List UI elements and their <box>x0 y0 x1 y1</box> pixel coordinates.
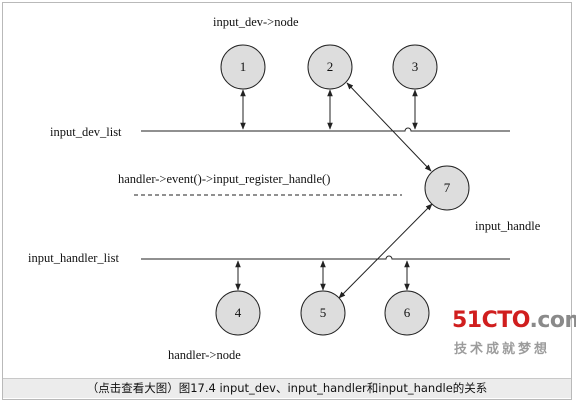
node-6: 6 <box>384 290 430 336</box>
link-node-2-handle <box>346 82 432 172</box>
node-7: 7 <box>424 165 470 211</box>
node-5-label: 5 <box>320 305 327 320</box>
node-2: 2 <box>307 44 353 90</box>
input-handle-label: input_handle <box>475 219 541 233</box>
input-dev-list-line <box>141 127 510 132</box>
register-handle-label: handler->event()->input_register_handle(… <box>118 172 330 186</box>
node-4: 4 <box>215 290 261 336</box>
input-dev-node-label: input_dev->node <box>213 15 299 29</box>
node-3: 3 <box>392 44 438 90</box>
input-handler-list-label: input_handler_list <box>28 251 119 265</box>
node-1-label: 1 <box>240 59 247 74</box>
handler-node-label: handler->node <box>168 348 241 362</box>
link-handle-node-5 <box>338 203 433 299</box>
input-handler-list-line <box>141 255 510 260</box>
node-5: 5 <box>300 290 346 336</box>
caption-text: （点击查看大图）图17.4 input_dev、input_handler和in… <box>86 381 488 395</box>
relationship-diagram: input_dev->node 1 2 3 input_dev_list han… <box>28 15 541 362</box>
node-2-label: 2 <box>327 59 334 74</box>
node-7-label: 7 <box>444 180 451 195</box>
figure-frame <box>2 2 572 400</box>
input-dev-list-label: input_dev_list <box>50 125 122 139</box>
node-1: 1 <box>220 44 266 90</box>
node-6-label: 6 <box>404 305 411 320</box>
node-3-label: 3 <box>412 59 419 74</box>
node-4-label: 4 <box>235 305 242 320</box>
figure-caption: （点击查看大图）图17.4 input_dev、input_handler和in… <box>3 378 571 398</box>
